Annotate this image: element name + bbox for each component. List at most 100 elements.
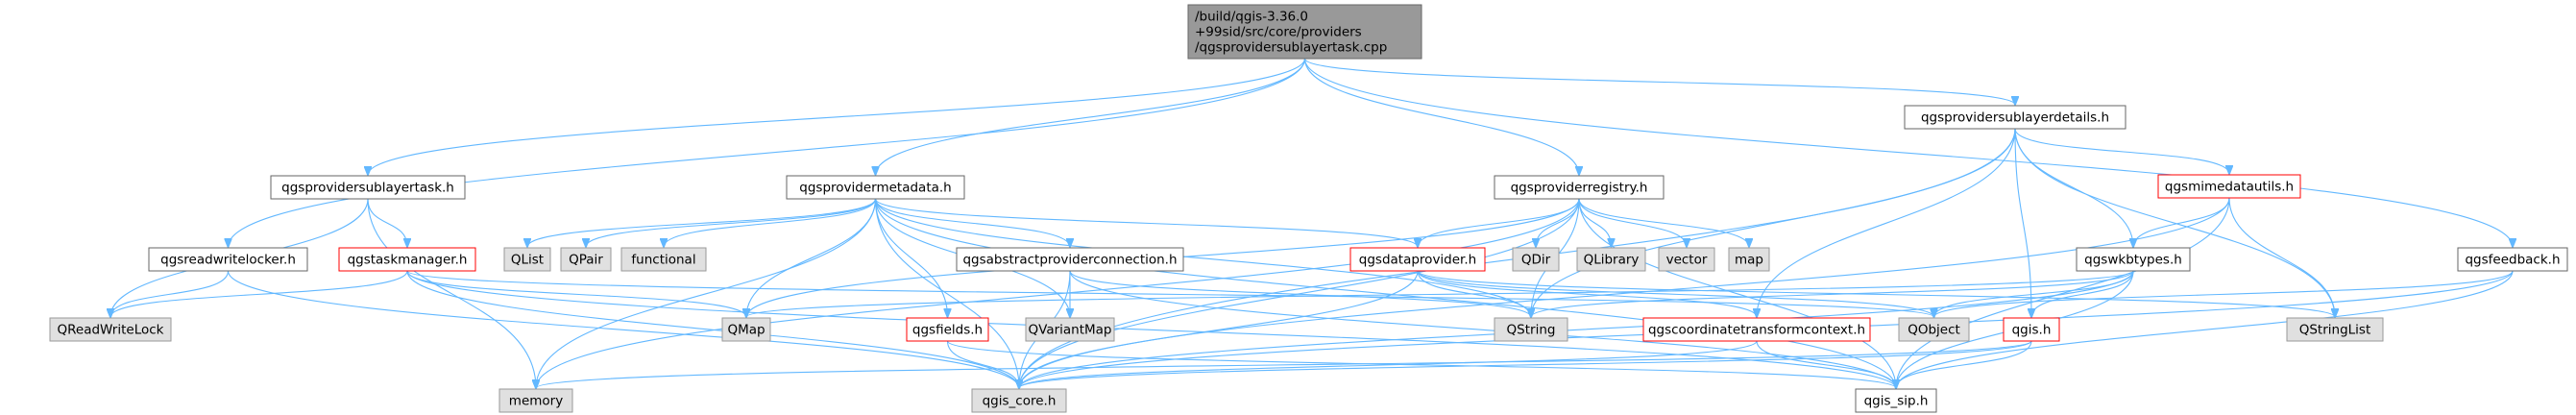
node-box <box>1642 317 1871 342</box>
node-box <box>1494 317 1568 342</box>
edge-abstract_conn_h-to-QString <box>1069 270 1531 317</box>
node-label: /build/qgis-3.36.0 <box>1195 10 1308 25</box>
node-label: QDir <box>1521 253 1551 268</box>
edge-root-to-prov_registry_h <box>1303 58 1580 175</box>
edge-prov_metadata_h-to-fields_h <box>874 198 948 317</box>
node-QLibrary: QLibrary <box>1576 247 1646 272</box>
node-QList: QList <box>503 247 551 272</box>
edge-root-to-feedback_h <box>1303 58 2514 247</box>
node-box <box>2457 247 2568 272</box>
node-label: QLibrary <box>1584 253 1640 268</box>
node-label: /qgsprovidersublayertask.cpp <box>1195 40 1387 56</box>
edge-taskmanager_h-to-QMap <box>406 270 746 317</box>
node-root[interactable]: /build/qgis-3.36.0+99sid/src/core/provid… <box>1187 4 1422 60</box>
edge-qgis_h-to-qgis_core_h <box>1019 340 2032 388</box>
edge-feedback_h-to-qgis_sip_h <box>1896 270 2514 388</box>
node-box <box>498 388 573 413</box>
node-wkbtypes-h[interactable]: qgswkbtypes.h <box>2076 247 2191 272</box>
node-box <box>148 247 308 272</box>
node-box <box>2003 317 2060 342</box>
edge-dataprovider_h-to-QObject <box>1417 270 1934 317</box>
node-QObject: QObject <box>1898 317 1970 342</box>
node-box <box>560 247 612 272</box>
node-qgis-core-h: qgis_core.h <box>971 388 1067 413</box>
node-QReadWriteLock: QReadWriteLock <box>49 317 172 342</box>
node-label: qgstaskmanager.h <box>348 253 468 268</box>
node-QString: QString <box>1494 317 1568 342</box>
node-mimedatautils-h[interactable]: qgsmimedatautils.h <box>2157 174 2301 199</box>
node-label: qgsprovidersublayerdetails.h <box>1921 110 2109 126</box>
node-QDir: QDir <box>1512 247 1560 272</box>
edge-wkbtypes_h-to-qgis_h <box>2031 270 2134 317</box>
node-dataprovider-h[interactable]: qgsdataprovider.h <box>1349 247 1486 272</box>
node-box <box>620 247 707 272</box>
node-label: qgsreadwritelocker.h <box>160 253 296 268</box>
node-label: +99sid/src/core/providers <box>1195 25 1362 40</box>
node-abstract-conn-h[interactable]: qgsabstractproviderconnection.h <box>956 247 1184 272</box>
edge-prov_sublayer_details_h-to-qgis_h <box>2014 128 2031 317</box>
node-label: QPair <box>569 253 603 268</box>
node-box <box>1658 247 1715 272</box>
edge-root-to-prov_sublayer_details_h <box>1303 58 2016 105</box>
node-label: qgis_sip.h <box>1864 394 1929 409</box>
node-readwritelocker-h[interactable]: qgsreadwritelocker.h <box>148 247 308 272</box>
node-QVariantMap: QVariantMap <box>1025 317 1115 342</box>
node-prov-metadata-h[interactable]: qgsprovidermetadata.h <box>786 175 965 200</box>
dependency-edges <box>110 58 2514 388</box>
node-label: qgsdataprovider.h <box>1359 253 1476 268</box>
node-label: qgsprovidermetadata.h <box>799 181 951 196</box>
edge-wkbtypes_h-to-QMap <box>746 270 2134 317</box>
edge-dataprovider_h-to-QStringList <box>1417 270 2335 317</box>
edge-prov_metadata_h-to-QString <box>874 198 1532 317</box>
edge-abstract_conn_h-to-qgis_sip_h <box>1069 270 1896 388</box>
edge-prov_sublayer_details_h-to-coordtransformctx_h <box>1757 128 2016 317</box>
edge-wkbtypes_h-to-qgis_core_h <box>1019 270 2134 388</box>
node-label: QList <box>511 253 544 268</box>
node-label: qgis.h <box>2012 323 2052 338</box>
edge-root-to-prov_sublayer_task_h <box>368 58 1306 175</box>
edge-prov_metadata_h-to-functional <box>664 198 877 247</box>
edge-mimedatautils_h-to-QStringList <box>2228 197 2335 317</box>
node-label: QMap <box>727 323 765 338</box>
node-box <box>1855 388 1937 413</box>
node-fields-h[interactable]: qgsfields.h <box>906 317 989 342</box>
file-nodes: /build/qgis-3.36.0+99sid/src/core/provid… <box>49 4 2568 413</box>
edge-qgis_h-to-memory <box>536 340 2032 388</box>
edge-taskmanager_h-to-QReadWriteLock <box>110 270 408 317</box>
node-QMap: QMap <box>721 317 771 342</box>
node-QPair: QPair <box>560 247 612 272</box>
node-memory: memory <box>498 388 573 413</box>
node-label: QVariantMap <box>1029 323 1112 338</box>
node-label: qgswkbtypes.h <box>2084 253 2182 268</box>
edge-prov_metadata_h-to-QList <box>527 198 877 247</box>
node-label: qgis_core.h <box>983 394 1057 409</box>
node-taskmanager-h[interactable]: qgstaskmanager.h <box>338 247 476 272</box>
node-label: qgsabstractproviderconnection.h <box>962 253 1177 268</box>
node-label: map <box>1735 253 1763 268</box>
node-prov-sublayer-task-h[interactable]: qgsprovidersublayertask.h <box>270 175 466 200</box>
node-box <box>2286 317 2384 342</box>
node-feedback-h[interactable]: qgsfeedback.h <box>2457 247 2568 272</box>
node-qgis-h[interactable]: qgis.h <box>2003 317 2060 342</box>
node-box <box>721 317 771 342</box>
node-prov-registry-h[interactable]: qgsproviderregistry.h <box>1494 175 1665 200</box>
node-label: qgsfeedback.h <box>2465 253 2560 268</box>
edge-prov_metadata_h-to-qgis_core_h <box>874 198 1020 388</box>
node-label: qgscoordinatetransformcontext.h <box>1648 323 1865 338</box>
node-label: vector <box>1666 253 1708 268</box>
node-box <box>786 175 965 200</box>
node-coordtransformctx-h[interactable]: qgscoordinatetransformcontext.h <box>1642 317 1871 342</box>
node-qgis-sip-h[interactable]: qgis_sip.h <box>1855 388 1937 413</box>
node-label: functional <box>631 253 695 268</box>
edge-prov_registry_h-to-qgis_core_h <box>1019 198 1580 388</box>
node-prov-sublayer-details-h[interactable]: qgsprovidersublayerdetails.h <box>1904 105 2126 130</box>
node-box <box>1728 247 1770 272</box>
edge-prov_sublayer_task_h-to-memory <box>367 198 536 388</box>
edge-mimedatautils_h-to-qgis_sip_h <box>1896 197 2230 388</box>
edge-prov_sublayer_details_h-to-wkbtypes_h <box>2014 128 2133 247</box>
node-QStringList: QStringList <box>2286 317 2384 342</box>
edge-prov_registry_h-to-QDir <box>1536 198 1580 247</box>
edge-wkbtypes_h-to-QString <box>1531 270 2134 317</box>
edge-prov_registry_h-to-vector <box>1578 198 1687 247</box>
